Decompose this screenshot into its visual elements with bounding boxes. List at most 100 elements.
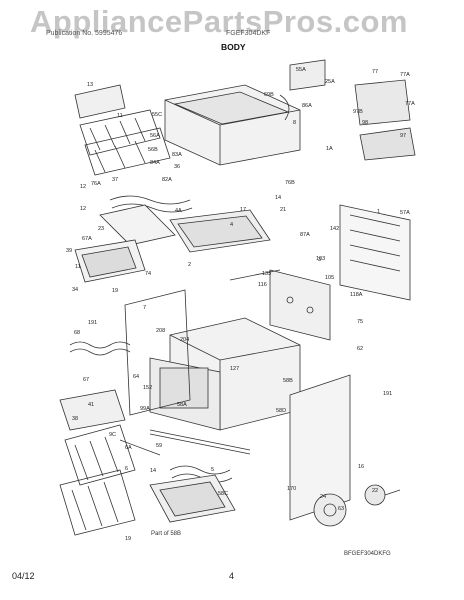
callout: 152 xyxy=(143,385,152,391)
callout: 37 xyxy=(112,177,118,183)
callout: 58D xyxy=(276,408,286,414)
control-board xyxy=(354,79,416,161)
callout: 59 xyxy=(156,443,162,449)
section-title: BODY xyxy=(221,42,246,52)
callout: 11 xyxy=(117,113,123,119)
callout: 118A xyxy=(350,292,363,298)
center-bracket-plate xyxy=(269,269,331,341)
revision-date: 04/12 xyxy=(12,571,35,581)
callout: 62 xyxy=(357,346,363,352)
callout: 98 xyxy=(362,120,368,126)
vent-duct xyxy=(279,59,326,121)
broil-pan xyxy=(74,239,146,283)
callout: 8 xyxy=(293,120,296,126)
callout: 25A xyxy=(325,79,335,85)
callout: 24 xyxy=(320,494,326,500)
callout: 170 xyxy=(287,486,296,492)
callout: 77 xyxy=(372,69,378,75)
callout: 191 xyxy=(88,320,97,326)
callout: 68 xyxy=(74,330,80,336)
convection-fan-assembly xyxy=(313,484,401,527)
site-watermark: AppliancePartsPros.com xyxy=(30,4,408,39)
callout: 23 xyxy=(98,226,104,232)
lower-oven-cavity xyxy=(149,317,301,431)
callout: 19 xyxy=(112,288,118,294)
door-hinge-strips xyxy=(119,269,281,456)
callout: 58B xyxy=(283,378,293,384)
callout: 39 xyxy=(66,248,72,254)
page-number: 4 xyxy=(229,571,235,581)
callout: 83A xyxy=(172,152,182,158)
callout: 6 xyxy=(125,466,128,472)
callout: 67 xyxy=(83,377,89,383)
callout: 1A xyxy=(326,146,333,152)
model-number: FGEF304DKF xyxy=(226,30,271,37)
callout: 4A xyxy=(175,208,182,214)
callout: 74 xyxy=(145,271,151,277)
callout: 116 xyxy=(258,282,267,288)
callout: 16 xyxy=(358,464,364,470)
callout: 19 xyxy=(125,536,131,542)
callout: 82A xyxy=(162,177,172,183)
upper-oven-cavity xyxy=(164,84,301,166)
callout: 12 xyxy=(80,206,86,212)
callout: 5 xyxy=(211,467,214,473)
callout: 86A xyxy=(302,103,312,109)
callout: 55C xyxy=(152,112,162,118)
callout-labels: 13 11 55C 55A 25A 69B 77 77A 77A 97B 98 … xyxy=(66,67,415,542)
callout: 67A xyxy=(82,236,92,242)
callout: 38 xyxy=(72,416,78,422)
callout: 56B xyxy=(148,147,158,153)
lower-broil-element xyxy=(69,341,131,356)
callout: 208 xyxy=(156,328,165,334)
callout: 11 xyxy=(75,264,81,270)
lower-front-frame xyxy=(124,289,191,416)
callout: 69B xyxy=(264,92,274,98)
callout: 142 xyxy=(330,226,339,232)
callout: 12 xyxy=(80,184,86,190)
side-panel xyxy=(289,374,351,521)
callout: 1 xyxy=(377,209,380,215)
callout: 14 xyxy=(275,195,281,201)
callout: 99A xyxy=(140,406,150,412)
callout: 64 xyxy=(133,374,139,380)
callout: 58A xyxy=(177,402,187,408)
callout: 7 xyxy=(143,305,146,311)
callout: 22 xyxy=(372,488,378,494)
callout: 41 xyxy=(88,402,94,408)
callout: 58C xyxy=(218,491,228,497)
callout: 3 xyxy=(318,257,321,263)
callout: 133 xyxy=(262,271,271,277)
callout: 14 xyxy=(150,468,156,474)
upper-door-glass xyxy=(169,209,271,253)
callout: 76B xyxy=(285,180,295,186)
callout: 76A xyxy=(91,181,101,187)
callout: 75 xyxy=(357,319,363,325)
callout: 77A xyxy=(405,101,415,107)
callout: 55A xyxy=(296,67,306,73)
upper-bake-element xyxy=(99,195,193,246)
callout: 17 xyxy=(240,207,246,213)
callout: 87A xyxy=(300,232,310,238)
callout: 34 xyxy=(72,287,78,293)
callout: 97 xyxy=(400,133,406,139)
callout: 63 xyxy=(338,506,344,512)
callout: 105 xyxy=(325,275,334,281)
callout: 6A xyxy=(125,445,132,451)
callout: 57A xyxy=(400,210,410,216)
warmer-drawer-pan xyxy=(149,474,236,523)
publication-number: Publication No. 5995476 xyxy=(46,30,123,37)
callout: 9C xyxy=(109,432,116,438)
lower-oven-racks xyxy=(59,389,136,536)
callout: 56A xyxy=(150,133,160,139)
upper-oven-racks xyxy=(74,84,171,176)
callout: 204 xyxy=(180,337,189,343)
callout: 13 xyxy=(87,82,93,88)
callout: 191 xyxy=(383,391,392,397)
diagram-code: BFGEF304DKFG xyxy=(344,551,391,557)
callout: 21 xyxy=(280,207,286,213)
callout: 36 xyxy=(174,164,180,170)
callout: 97B xyxy=(353,109,363,115)
callout: 127 xyxy=(230,366,239,372)
